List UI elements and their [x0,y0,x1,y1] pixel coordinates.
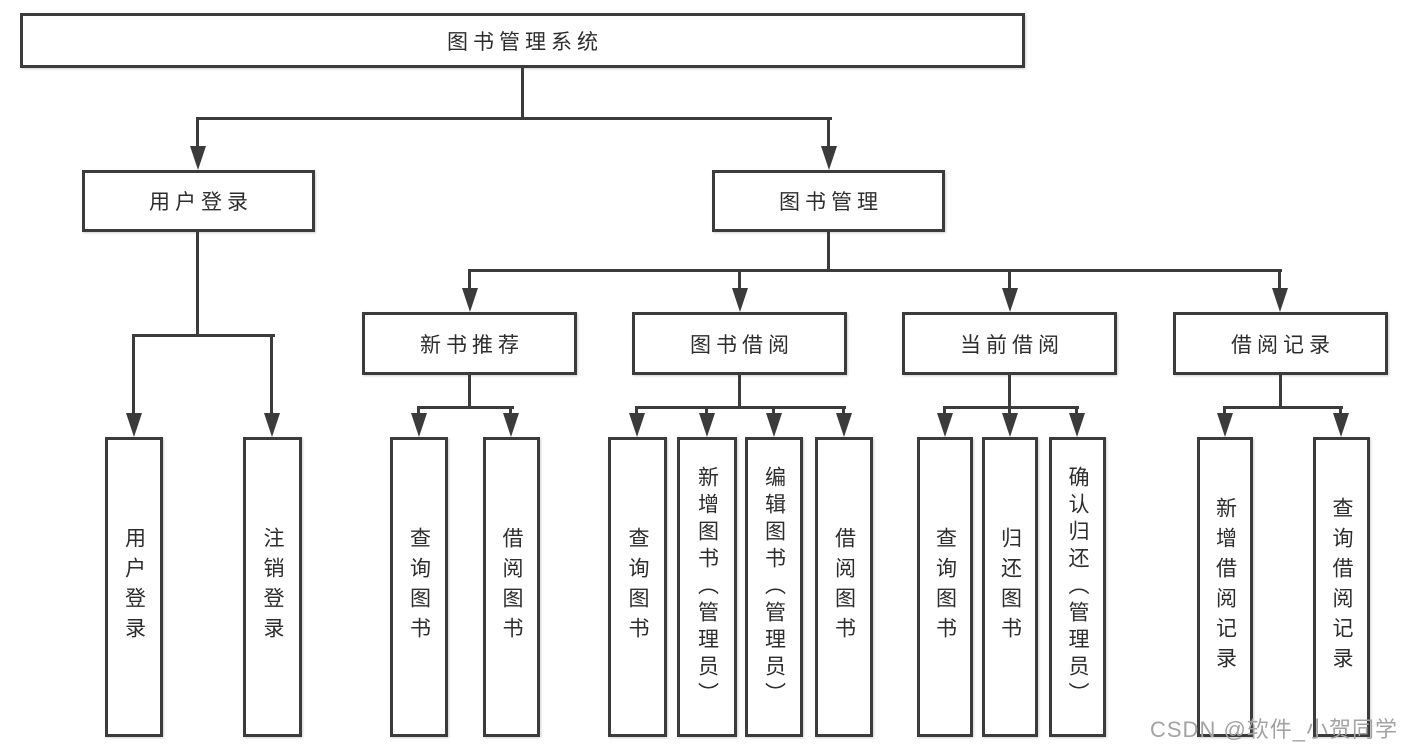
connector-line [1008,269,1011,291]
arrow-down-icon [1272,288,1288,312]
node-library-management-system: 图书管理系统 [20,13,1025,68]
connector-userlogin-stem [196,232,199,337]
connector-current-bus [943,406,1079,409]
connector-bookmgmt-stem [827,232,830,272]
arrow-down-icon [126,413,142,437]
connector-line [943,406,946,416]
arrow-down-icon [937,413,953,437]
leaf-user-login: 用户登录 [105,437,163,737]
connector-line [270,334,273,416]
node-book-borrowing: 图书借阅 [632,312,847,375]
leaf-query-books: 查询图书 [917,437,973,737]
leaf-query-borrow-record: 查询借阅记录 [1313,437,1370,737]
leaf-borrow-books: 借阅图书 [815,437,873,737]
arrow-down-icon [1002,288,1018,312]
connector-line [772,406,775,416]
arrow-down-icon [629,413,645,437]
connector-line [1075,406,1078,416]
leaf-edit-books-admin: 编辑图书（管理员） [745,437,803,737]
connector-bookmgmt-bus [468,269,1282,272]
connector-line [1339,406,1342,416]
arrow-down-icon [821,146,837,170]
connector-borrowing-bus [635,406,846,409]
arrow-down-icon [732,288,748,312]
leaf-add-borrow-record: 新增借阅记录 [1197,437,1253,737]
connector-current-stem [1008,375,1011,409]
connector-line [738,269,741,291]
connector-line [827,117,830,149]
arrow-down-icon [264,413,280,437]
node-new-book-recommendation: 新书推荐 [362,312,577,375]
connector-line [635,406,638,416]
connector-line [509,406,512,416]
connector-line [132,334,135,416]
leaf-query-books: 查询图书 [390,437,448,737]
connector-newbook-stem [468,375,471,409]
connector-records-stem [1279,375,1282,409]
csdn-watermark: CSDN @软件_小贺同学 [1150,717,1399,742]
connector-borrowing-stem [738,375,741,409]
arrow-down-icon [1333,413,1349,437]
connector-records-bus [1223,406,1343,409]
connector-newbook-bus [417,406,514,409]
node-user-login: 用户登录 [82,170,315,232]
connector-line [1223,406,1226,416]
arrow-down-icon [1217,413,1233,437]
arrow-down-icon [503,413,519,437]
connector-line [705,406,708,416]
arrow-down-icon [766,413,782,437]
leaf-query-books: 查询图书 [608,437,667,737]
connector-root-bus [196,117,832,120]
node-borrowing-records: 借阅记录 [1173,312,1388,375]
connector-line [1008,406,1011,416]
arrow-down-icon [699,413,715,437]
connector-line [417,406,420,416]
arrow-down-icon [190,146,206,170]
node-current-borrowing: 当前借阅 [902,312,1117,375]
leaf-logout: 注销登录 [243,437,302,737]
arrow-down-icon [462,288,478,312]
leaf-add-books-admin: 新增图书（管理员） [677,437,737,737]
connector-line [842,406,845,416]
connector-userlogin-bus [132,334,275,337]
connector-line [1278,269,1281,291]
arrow-down-icon [411,413,427,437]
leaf-borrow-books: 借阅图书 [483,437,540,737]
node-book-management: 图书管理 [712,170,945,232]
arrow-down-icon [836,413,852,437]
arrow-down-icon [1069,413,1085,437]
connector-line [196,117,199,149]
leaf-confirm-return-admin: 确认归还（管理员） [1049,437,1106,737]
connector-root-stem [521,68,524,120]
leaf-return-books: 归还图书 [982,437,1038,737]
connector-line [468,269,471,291]
arrow-down-icon [1002,413,1018,437]
